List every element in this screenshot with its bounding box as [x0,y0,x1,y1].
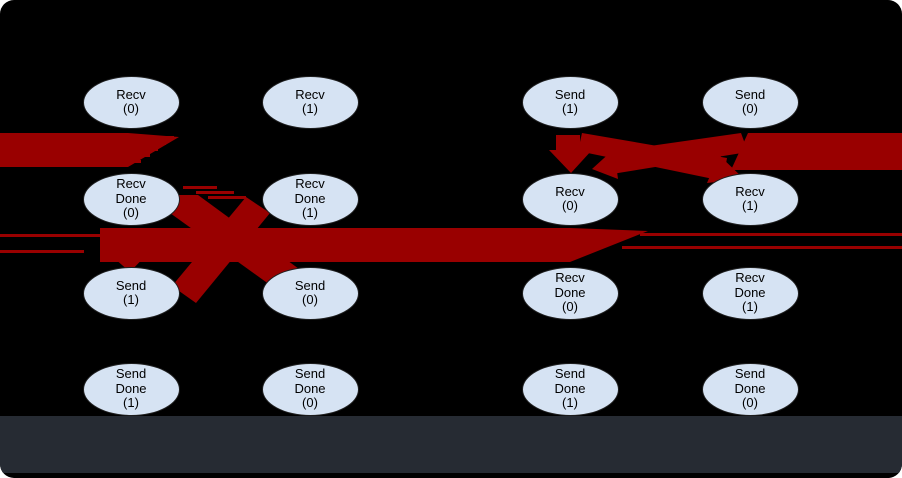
node-label-line: Recv [116,86,146,102]
red-arrow-stair-stripe [196,191,234,194]
red-arrow-stair-stripe [208,196,246,199]
node-label-line: (1) [562,395,578,411]
node-label-line: Done [734,380,766,396]
red-arrow-fringe-stripe [128,160,141,163]
red-arrow-fringe-stripe [128,136,174,139]
node-c1-send-1: Send(1) [82,266,180,320]
node-label-line: Recv [555,270,585,286]
node-label-line: (0) [123,101,139,116]
node-label-line: Send [554,366,586,382]
node-c1-recv-0: Recv(0) [82,75,180,129]
red-arrow-fringe-stripe [128,148,158,151]
node-label-line: Done [115,190,147,206]
node-label-line: (0) [562,299,578,315]
node-label-line: (1) [562,101,578,116]
red-arrow-right-exit-bar [731,133,902,170]
node-label-line: (0) [742,395,758,411]
node-label-line: Send [115,277,147,293]
node-c4-send-0: Send(0) [701,75,799,129]
node-label-line: Send [294,277,326,293]
node-label-line: (1) [302,101,318,116]
node-label-line: Recv [295,86,325,102]
red-arrow-left-entry-bar [0,133,128,167]
node-c2-recv-1: Recv(1) [261,75,359,129]
node-label-line: Recv [116,176,146,192]
node-label-line: Send [115,366,147,382]
node-label-line: Recv [735,270,765,286]
node-label-line: Done [294,380,326,396]
node-c3-send-1: Send(1) [521,75,619,129]
red-arrow-fringe-stripe [128,142,166,145]
node-label-line: Send [734,86,766,102]
node-label-line: Done [294,190,326,206]
bottom-bar [0,416,902,473]
node-label-line: Recv [295,176,325,192]
red-arrow-down-arrowhead-2 [549,150,592,173]
red-arrow-thin-line [0,250,84,253]
red-arrow-mid-bar-taper [570,228,648,262]
red-arrow-thin-line [0,234,113,237]
node-label-line: (0) [562,198,578,213]
node-label-line: (0) [742,101,758,116]
node-label-line: (0) [123,205,139,221]
node-c3-recv-0: Recv(0) [521,172,619,226]
red-arrow-mid-horizontal-bar [130,228,570,262]
node-label-line: (0) [302,395,318,411]
node-label-line: Recv [735,183,765,199]
node-label-line: (1) [123,292,139,307]
red-arrow-stair-stripe [183,186,217,189]
red-arrow-cross-band-to-recv1 [578,133,727,181]
node-label-line: Send [554,86,586,102]
node-label-line: Done [554,284,586,300]
red-arrow-fringe-stripe [128,154,150,157]
node-label-line: (1) [742,299,758,315]
red-arrow-thin-line [640,233,902,236]
red-arrow-down-arrow-stem-2 [556,135,580,152]
node-label-line: Send [734,366,766,382]
node-c2-send-0: Send(0) [261,266,359,320]
node-label-line: Done [554,380,586,396]
node-label-line: (1) [742,198,758,213]
node-label-line: Done [115,380,147,396]
node-label-line: Done [734,284,766,300]
node-label-line: Recv [555,183,585,199]
red-arrow-thin-line [622,246,902,249]
node-label-line: (1) [302,205,318,221]
node-label-line: (0) [302,292,318,307]
node-label-line: Send [294,366,326,382]
node-c4-recv-1: Recv(1) [701,172,799,226]
node-label-line: (1) [123,395,139,411]
